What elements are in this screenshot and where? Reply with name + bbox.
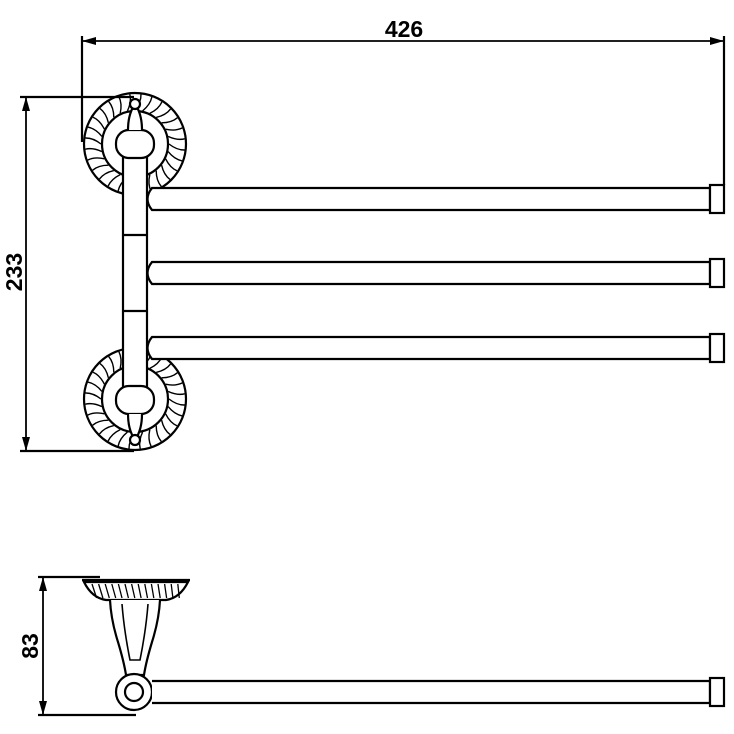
side-bracket-neck bbox=[108, 599, 162, 677]
arrow-right bbox=[710, 37, 724, 45]
dimension-label-height: 233 bbox=[1, 253, 27, 291]
bottom-finial-ball bbox=[128, 433, 142, 447]
bottom-rosette-flute bbox=[167, 406, 183, 417]
side-arm-bar bbox=[152, 679, 712, 705]
bottom-rosette-flute bbox=[92, 371, 106, 385]
bottom-rosette-flute bbox=[117, 431, 128, 447]
swivel-arm-2 bbox=[146, 257, 726, 289]
side-arm-end-cap bbox=[708, 676, 726, 708]
side-bracket-neck-inner bbox=[121, 603, 149, 661]
dimension-depth: 83 bbox=[17, 575, 136, 717]
side-rosette-flute bbox=[130, 583, 136, 599]
bottom-rosette-flute bbox=[92, 419, 109, 426]
arrow-depth-bottom bbox=[39, 701, 47, 715]
side-rosette-flute bbox=[117, 583, 123, 599]
swivel-arm-1 bbox=[146, 183, 726, 215]
post-body bbox=[121, 143, 149, 402]
arm-3-bar bbox=[146, 335, 712, 361]
bottom-rosette-flute bbox=[165, 382, 183, 386]
side-rosette-cap bbox=[82, 580, 190, 602]
side-rosette-flute bbox=[150, 583, 155, 599]
arrow-bottom bbox=[22, 437, 30, 451]
top-finial-ball bbox=[128, 97, 142, 111]
top-rosette-flute bbox=[108, 101, 115, 118]
swivel-post bbox=[114, 97, 156, 447]
top-rosette-flute bbox=[160, 165, 171, 181]
top-rosette-flute bbox=[161, 117, 178, 124]
bottom-rosette-flute bbox=[107, 428, 121, 442]
top-rosette-flute bbox=[92, 164, 109, 171]
top-rosette-flute bbox=[167, 135, 185, 141]
top-rosette-flute bbox=[168, 143, 185, 151]
side-rosette-flute bbox=[157, 583, 161, 599]
arm-2-end-cap bbox=[708, 257, 726, 289]
top-rosette-flute bbox=[98, 169, 114, 180]
arm-1-bar bbox=[146, 186, 712, 212]
bottom-rosette-flute bbox=[85, 402, 103, 408]
side-rosette-flute bbox=[104, 583, 110, 599]
top-rosette-flute bbox=[85, 147, 103, 153]
dimension-width: 426 bbox=[80, 16, 726, 185]
arrow-top bbox=[22, 97, 30, 111]
dimension-label-width: 426 bbox=[385, 16, 423, 42]
bottom-rosette-flute bbox=[87, 412, 105, 416]
bottom-rosette-flute bbox=[148, 429, 152, 447]
side-rosette-flute bbox=[111, 583, 117, 599]
side-pivot-ring-inner bbox=[123, 681, 145, 703]
top-rosette-flute bbox=[99, 107, 110, 123]
bottom-rosette-flute bbox=[118, 351, 122, 369]
top-rosette-flute bbox=[92, 116, 106, 130]
dimension-height: 233 bbox=[1, 95, 134, 453]
front-view: 426 233 bbox=[1, 16, 726, 453]
bottom-rosette-flute bbox=[164, 413, 178, 427]
side-rosette-flute bbox=[91, 583, 98, 599]
dimension-label-depth: 83 bbox=[17, 633, 43, 659]
top-rosette-flute bbox=[118, 96, 122, 114]
bottom-rosette-flute bbox=[167, 390, 185, 396]
bottom-rosette-flute bbox=[98, 424, 114, 435]
bottom-rosette-flute bbox=[161, 372, 178, 379]
top-rosette-flute bbox=[165, 127, 183, 131]
side-view: 83 bbox=[17, 575, 726, 717]
bottom-rosette-flute bbox=[85, 392, 102, 400]
top-rosette-flute bbox=[85, 137, 102, 145]
bottom-knob bbox=[114, 384, 156, 416]
side-rosette-flute bbox=[144, 583, 149, 599]
top-rosette-flute bbox=[156, 108, 172, 119]
top-rosette-flute bbox=[167, 151, 183, 162]
top-rosette-flute bbox=[142, 96, 153, 112]
bottom-rosette-flute bbox=[160, 420, 171, 436]
side-rosette-flute bbox=[163, 583, 168, 599]
top-rosette-flute bbox=[87, 157, 105, 161]
arm-2-bar bbox=[146, 260, 712, 286]
bottom-rosette-flute bbox=[155, 425, 162, 442]
side-rosette-flute bbox=[177, 583, 180, 599]
side-rosette-flute bbox=[97, 583, 104, 599]
bottom-rosette-flute bbox=[156, 363, 172, 374]
top-knob bbox=[114, 128, 156, 160]
arrow-depth-top bbox=[39, 577, 47, 591]
arrow-left bbox=[82, 37, 96, 45]
bottom-rosette-flute bbox=[168, 398, 185, 406]
side-pivot-ring-outer bbox=[114, 672, 154, 712]
arm-1-end-cap bbox=[708, 183, 726, 215]
top-rosette-flute bbox=[87, 126, 103, 137]
side-rosette bbox=[82, 578, 190, 602]
arm-3-end-cap bbox=[708, 332, 726, 364]
bottom-rosette-flute bbox=[87, 381, 103, 392]
side-rosette-flute bbox=[137, 583, 142, 599]
bottom-rosette-flute bbox=[99, 362, 110, 378]
top-rosette-flute bbox=[164, 158, 178, 172]
top-rosette-flute bbox=[107, 173, 121, 187]
swivel-arm-3 bbox=[146, 332, 726, 364]
side-rosette-flute bbox=[170, 583, 174, 599]
side-rosette-flute bbox=[124, 583, 130, 599]
bottom-rosette-flute bbox=[108, 356, 115, 373]
top-rosette-flute bbox=[155, 170, 162, 187]
top-rosette-flute bbox=[149, 101, 163, 115]
side-rosette-flutes bbox=[91, 583, 180, 599]
